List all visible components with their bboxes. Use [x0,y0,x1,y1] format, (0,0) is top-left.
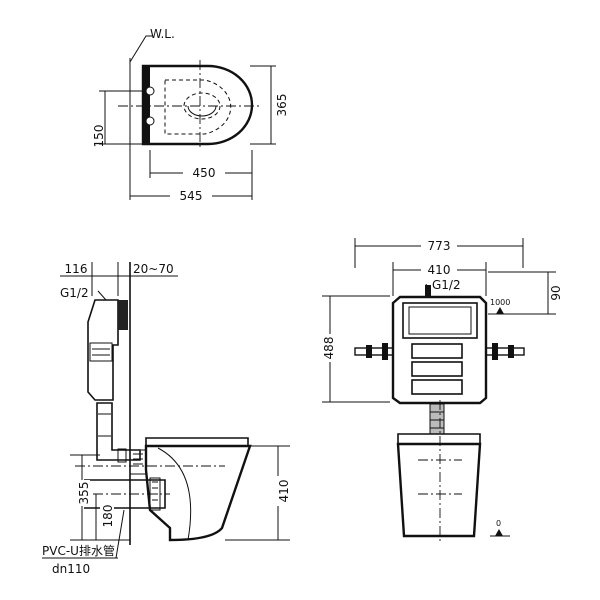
dim-20-70: 20~70 [133,262,174,276]
dim-545: 545 [180,189,203,203]
side-view: 116 20~70 G1/2 [42,262,291,576]
front-inlet-label: G1/2 [432,278,461,292]
front-cistern-frame [391,295,488,405]
dim-450: 450 [193,166,216,180]
level-1000: 1000 [490,298,510,307]
front-seat [397,433,481,445]
pan-body [144,444,252,542]
front-inlet-valve [425,285,431,297]
wl-label: W.L. [150,27,175,41]
dim-410-side: 410 [277,480,291,503]
dim-488: 488 [322,337,336,360]
front-view: 773 410 G1/2 90 1000 488 [320,238,563,542]
wl-leader [129,35,152,63]
dim-773: 773 [428,239,451,253]
top-view: W.L. 365 150 450 545 [92,27,289,203]
front-flush-pipe [429,403,445,435]
inner-bowl-dashed [164,79,232,135]
level-0: 0 [496,519,501,528]
drain-dashed [183,92,221,120]
front-cistern-window [402,302,478,339]
dim-180: 180 [101,505,115,528]
pipe-label: PVC-U排水管 [42,543,115,558]
pipe-size: dn110 [52,562,90,576]
drain-arc [187,105,217,117]
seat-hinge-bar [143,66,150,144]
flush-panel-3 [411,379,463,395]
bowl-outline [141,64,254,146]
flush-pipe [96,402,141,461]
dim-150: 150 [92,125,106,148]
dim-410-front: 410 [428,263,451,277]
hinge-left [145,86,155,96]
dim-365: 365 [275,94,289,117]
flush-panel-2 [411,361,463,377]
hinge-right [145,116,155,126]
side-inlet-label: G1/2 [60,286,89,300]
cistern-valve [89,342,113,362]
right-bracket [485,347,525,356]
dim-355: 355 [77,482,91,505]
dim-116: 116 [65,262,88,276]
left-bracket [354,347,394,356]
cistern-plate [118,300,128,330]
dim-90: 90 [549,285,563,300]
flush-panel-1 [411,343,463,359]
front-pan [396,442,482,538]
pan-inner [157,447,192,541]
cistern-body [87,299,119,401]
